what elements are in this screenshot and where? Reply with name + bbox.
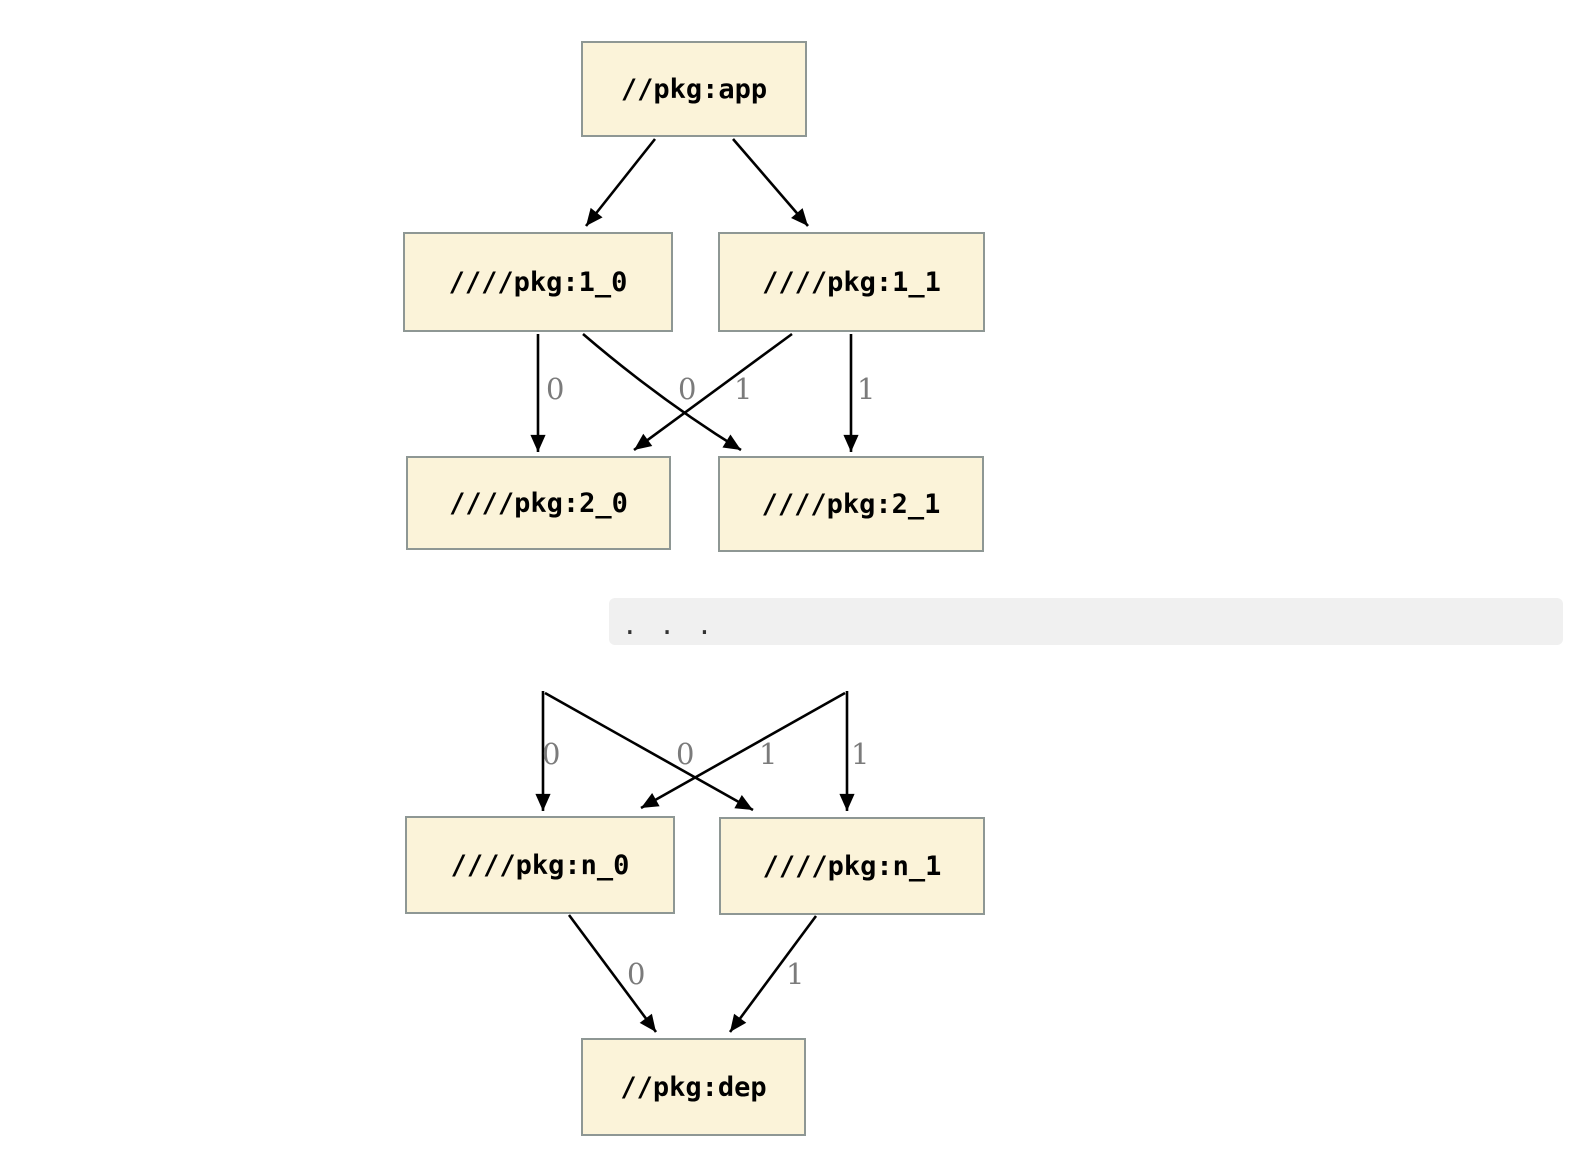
edge-app-1_0	[584, 138, 657, 227]
node-pkg-dep: //pkg:dep	[581, 1038, 806, 1136]
edge-label-1_1-2_0: 0	[678, 372, 697, 406]
edge-label-n_0-dep: 0	[627, 957, 646, 991]
node-pkg-n_1: ////pkg:n_1	[719, 817, 985, 915]
node-pkg-n_0: ////pkg:n_0	[405, 816, 675, 914]
edge-label-n_1-dep: 1	[786, 957, 805, 991]
ellipsis-band: . . .	[609, 598, 1563, 645]
edge-label-1_0-2_0: 0	[546, 372, 565, 406]
edge-dots-n_1-cross	[544, 691, 754, 812]
edge-1_1-2_0	[633, 332, 793, 452]
edge-n_0-dep	[567, 914, 658, 1033]
ellipsis-text: . . .	[622, 611, 716, 641]
node-pkg-1_0: ////pkg:1_0	[403, 232, 673, 332]
edge-1_0-2_1	[582, 333, 742, 452]
edge-app-1_1	[732, 138, 809, 227]
edge-label-1_0-2_1: 1	[734, 372, 753, 406]
node-pkg-1_1: ////pkg:1_1	[718, 232, 985, 332]
edge-label-dots-n_1-straight: 1	[851, 737, 870, 771]
edge-dots-n_0-cross	[640, 691, 846, 810]
node-pkg-app: //pkg:app	[581, 41, 807, 137]
node-pkg-2_0: ////pkg:2_0	[406, 456, 671, 550]
edge-label-dots-n_0-cross: 0	[676, 737, 695, 771]
edge-label-dots-n_0-straight: 0	[542, 737, 561, 771]
node-pkg-2_1: ////pkg:2_1	[718, 456, 984, 552]
edge-label-dots-n_1-cross: 1	[759, 737, 778, 771]
edge-n_1-dep	[728, 915, 818, 1033]
edge-label-1_1-2_1: 1	[857, 372, 876, 406]
